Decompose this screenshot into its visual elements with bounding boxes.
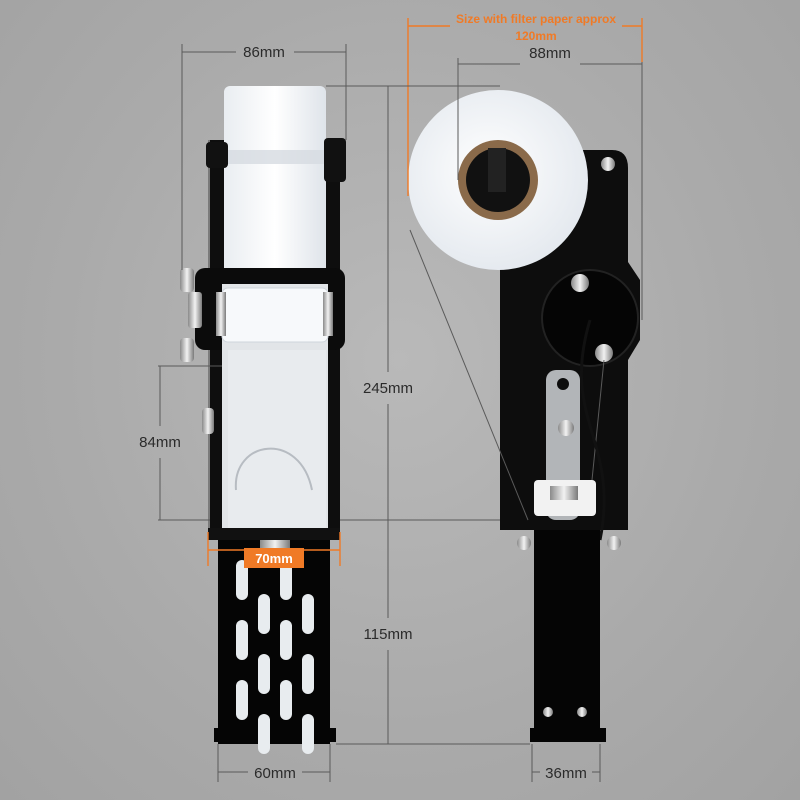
knob-screw-top (571, 274, 589, 292)
bracket-slot (258, 594, 270, 634)
bracket-slot (280, 560, 292, 600)
bracket-slot (280, 620, 292, 660)
bracket-slot (280, 680, 292, 720)
bracket-slot (236, 560, 248, 600)
label-70mm: 70mm (255, 551, 293, 566)
screw-2 (180, 338, 194, 362)
knob-screw-bottom (595, 344, 613, 362)
mesh-roll (221, 287, 329, 343)
dimension-lines (158, 18, 643, 782)
bracket-slot (258, 714, 270, 754)
bracket-foot (214, 728, 336, 742)
bar-screw-right (577, 707, 587, 717)
bracket-bolt (260, 540, 290, 550)
top-clip-right (324, 138, 346, 182)
label-86mm: 86mm (243, 44, 285, 61)
lower-bracket (218, 540, 330, 744)
lower-bar-foot (530, 728, 606, 742)
label-filter-note: Size with filter paper approx (456, 12, 616, 26)
arm-hole (557, 378, 569, 390)
arm-screw (558, 420, 574, 436)
label-115mm: 115mm (364, 626, 413, 643)
base-plate (208, 528, 340, 540)
top-clip-left (206, 142, 228, 168)
roller-cap-left (216, 292, 226, 336)
screw-3 (202, 408, 214, 434)
lower-bar (534, 530, 600, 740)
cable (580, 319, 606, 541)
roller-cap-right (323, 292, 333, 336)
roll-seam (224, 150, 326, 164)
label-36mm: 36mm (545, 765, 587, 782)
dim-70-badge (244, 548, 304, 568)
right-device-front-view (408, 90, 640, 742)
label-84mm: 84mm (139, 434, 181, 451)
bracket-slot (236, 680, 248, 720)
bracket-slot (302, 594, 314, 634)
bracket-slot (302, 714, 314, 754)
bracket-slot (302, 654, 314, 694)
left-device-side-view (180, 86, 346, 744)
label-60mm: 60mm (254, 765, 296, 782)
body-screw (601, 157, 615, 171)
bracket-slot (258, 654, 270, 694)
paper-roll-top (224, 86, 326, 274)
bracket-slots (236, 560, 314, 754)
bracket-slot (236, 620, 248, 660)
clamp-bolt (550, 486, 578, 500)
filter-string-right (591, 359, 605, 481)
spindle (488, 148, 506, 192)
tension-knob (541, 269, 639, 367)
screw-1 (180, 268, 194, 292)
label-120mm: 120mm (515, 29, 556, 43)
filter-string-left (409, 229, 529, 521)
cord-loop (234, 447, 313, 491)
bar-screw-left (543, 707, 553, 717)
label-88mm: 88mm (529, 45, 571, 62)
hub-knob (188, 292, 202, 328)
bottom-screw-right (607, 536, 621, 550)
bottom-screw-left (517, 536, 531, 550)
label-245mm: 245mm (363, 380, 413, 397)
